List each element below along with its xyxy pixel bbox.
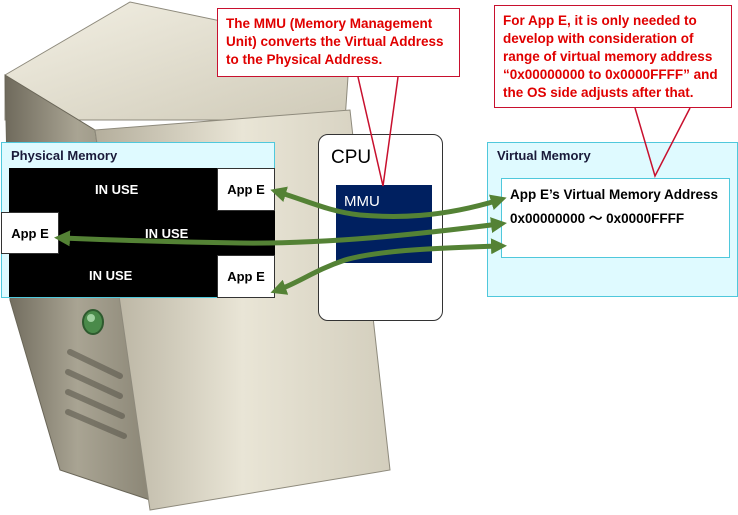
- physical-memory-title: Physical Memory: [11, 148, 118, 163]
- virtual-memory-title: Virtual Memory: [497, 148, 591, 163]
- mmu-explanation-text: The MMU (Memory Management Unit) convert…: [226, 16, 444, 67]
- cpu-label: CPU: [331, 147, 372, 168]
- app-e-note-line-2: develop with consideration of: [503, 31, 694, 46]
- arrow-to-app-e-bottom: [270, 238, 507, 295]
- virtual-address-box: App E’s Virtual Memory Address 0x0000000…: [501, 178, 730, 258]
- app-e-note-line-1: For App E, it is only needed to: [503, 13, 697, 28]
- app-e-explanation-callout: For App E, it is only needed to develop …: [494, 5, 732, 108]
- in-use-label-bottom: IN USE: [89, 268, 133, 283]
- app-e-block-bottom: App E: [217, 255, 275, 298]
- app-e-block-top: App E: [217, 168, 275, 211]
- mmu-callout-pointer: [357, 76, 399, 187]
- app-e-block-middle: App E: [1, 212, 59, 254]
- app-e-callout-pointer: [634, 107, 691, 179]
- arrow-to-app-e-top: [270, 186, 507, 219]
- in-use-label-top: IN USE: [95, 182, 139, 197]
- callout-pointers: [357, 76, 691, 187]
- arrow-to-app-e-middle: [54, 217, 507, 247]
- virtual-address-range: 0x00000000 〜 0x0000FFFF: [510, 211, 685, 226]
- app-e-note-line-5: the OS side adjusts after that.: [503, 85, 694, 100]
- app-e-note-line-3: range of virtual memory address: [503, 49, 713, 64]
- app-e-label-bottom: App E: [227, 269, 265, 284]
- app-e-label-middle: App E: [11, 225, 49, 241]
- app-e-label-top: App E: [227, 182, 265, 197]
- app-e-note-line-4: “0x00000000 to 0x0000FFFF” and: [503, 67, 718, 82]
- virtual-address-heading: App E’s Virtual Memory Address: [510, 187, 719, 202]
- mmu-explanation-callout: The MMU (Memory Management Unit) convert…: [217, 8, 460, 77]
